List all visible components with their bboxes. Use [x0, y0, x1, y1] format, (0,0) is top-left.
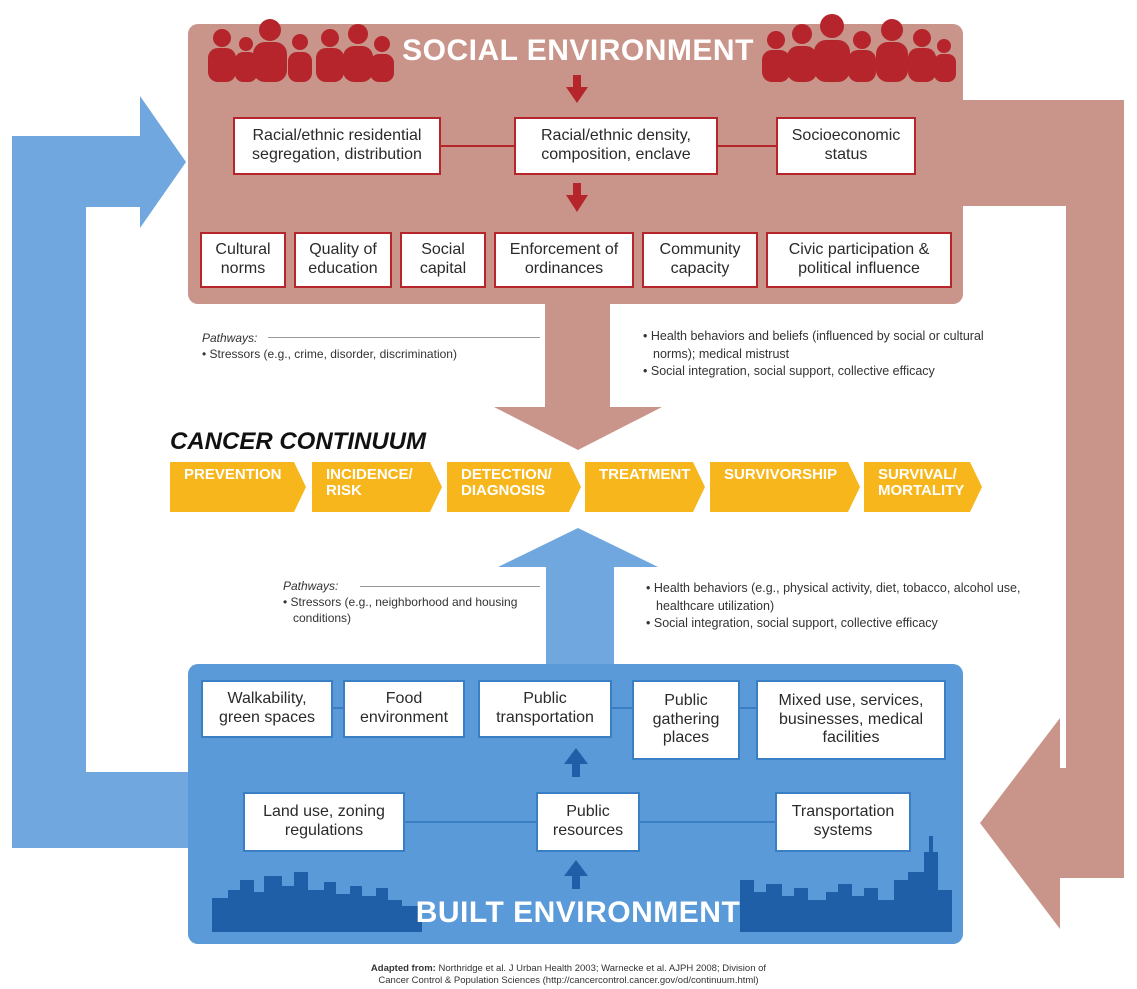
social-box-community-capacity: Community capacity [642, 232, 758, 288]
city-skyline-icon [212, 872, 422, 932]
down-arrow-icon [566, 183, 588, 212]
source-citation: Adapted from: Northridge et al. J Urban … [0, 963, 1137, 988]
built-pathway-social-integration: • Social integration, social support, co… [646, 616, 938, 630]
citation-label: Adapted from: [370, 963, 436, 974]
social-pathways-left: Pathways: • Stressors (e.g., crime, diso… [202, 330, 532, 362]
social-pathways-rule [268, 337, 540, 338]
built-box-transportation-systems: Transportation systems [775, 792, 911, 852]
up-arrow-icon [564, 860, 588, 889]
built-box-land-use-zoning: Land use, zoning regulations [243, 792, 405, 852]
left-feedback-arrow [12, 96, 190, 848]
citation-line-1: Northridge et al. J Urban Health 2003; W… [438, 963, 767, 974]
built-box-public-gathering-places: Public gathering places [632, 680, 740, 760]
built-box-public-transportation: Public transportation [478, 680, 612, 738]
continuum-stage-incidence-risk: INCIDENCE/ RISK [312, 462, 442, 512]
built-pathways-rule [360, 586, 540, 587]
social-pathway-health-beliefs: • Health behaviors and beliefs (influenc… [643, 329, 984, 361]
built-box-walkability: Walkability, green spaces [201, 680, 333, 738]
built-pathway-health-behaviors: • Health behaviors (e.g., physical activ… [646, 581, 1021, 613]
continuum-stage-survival-mortality: SURVIVAL/ MORTALITY [864, 462, 982, 512]
built-pathway-stressors: • Stressors (e.g., neighborhood and hous… [283, 595, 518, 626]
social-box-enforcement-of-ordinances: Enforcement of ordinances [494, 232, 634, 288]
down-arrow-icon [566, 75, 588, 103]
built-box-public-resources: Public resources [536, 792, 640, 852]
built-box-food-environment: Food environment [343, 680, 465, 738]
social-box-cultural-norms: Cultural norms [200, 232, 286, 288]
social-box-residential-segregation: Racial/ethnic residential segregation, d… [233, 117, 441, 175]
up-arrow-icon [564, 748, 588, 777]
social-pathways-heading: Pathways: [202, 331, 258, 345]
right-feedback-arrow [962, 100, 1124, 929]
built-pathway-arrow [498, 528, 658, 680]
built-pathways-right: • Health behaviors (e.g., physical activ… [646, 580, 1026, 633]
built-environment-title: BUILT ENVIRONMENT [415, 896, 741, 929]
social-box-quality-of-education: Quality of education [294, 232, 392, 288]
social-box-social-capital: Social capital [400, 232, 486, 288]
cancer-continuum-title: CANCER CONTINUUM [170, 428, 426, 455]
continuum-stage-prevention: PREVENTION [170, 462, 306, 512]
continuum-stage-survivorship: SURVIVORSHIP [710, 462, 860, 512]
social-box-socioeconomic-status: Socioeconomic status [776, 117, 916, 175]
social-pathway-stressors: • Stressors (e.g., crime, disorder, disc… [202, 347, 457, 362]
continuum-stage-detection-diagnosis: DETECTION/ DIAGNOSIS [447, 462, 581, 512]
city-skyline-icon [740, 836, 952, 932]
continuum-stage-treatment: TREATMENT [585, 462, 705, 512]
citation-line-2: Cancer Control & Population Sciences (ht… [378, 975, 759, 987]
people-silhouette-icon [208, 19, 394, 82]
social-pathway-social-integration: • Social integration, social support, co… [643, 364, 935, 378]
social-box-civic-participation: Civic participation & political influenc… [766, 232, 952, 288]
social-pathway-arrow [494, 300, 662, 450]
built-pathways-left: Pathways: • Stressors (e.g., neighborhoo… [283, 578, 543, 627]
social-environment-title: SOCIAL ENVIRONMENT [402, 34, 754, 67]
people-silhouette-icon [762, 14, 956, 82]
social-box-ethnic-density: Racial/ethnic density, composition, encl… [514, 117, 718, 175]
social-pathways-right: • Health behaviors and beliefs (influenc… [643, 328, 1023, 381]
built-box-mixed-use: Mixed use, services, businesses, medical… [756, 680, 946, 760]
built-pathways-heading: Pathways: [283, 579, 339, 593]
